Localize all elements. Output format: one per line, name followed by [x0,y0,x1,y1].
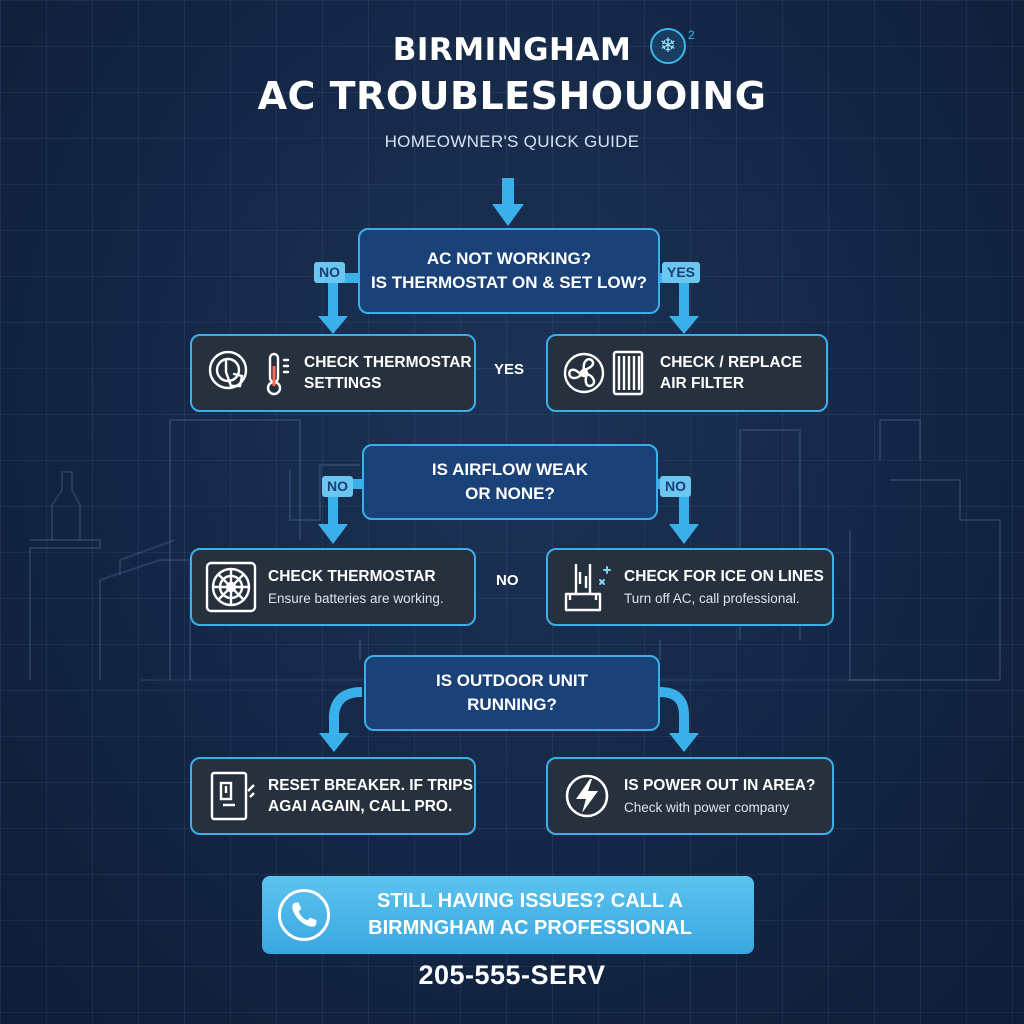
snowflake-icon: ❄ [650,28,686,64]
frozen-pipe-icon [564,564,611,612]
connector-q1-no [328,273,360,318]
action-title: AGAI AGAIN, CALL PRO. [268,798,453,815]
birmingham-skyline [29,419,1001,681]
connector-q1-yes [658,273,689,318]
title-city: BIRMINGHAM [392,32,632,68]
lightning-icon [565,774,609,818]
arrowhead-q1-no [318,316,348,334]
page-subtitle: HOMEOWNER'S QUICK GUIDE [384,132,640,151]
action-title: CHECK THERMOSTAR [304,354,472,371]
question-line: RUNNING? [467,695,557,714]
label-q2-no-left: NO [322,476,353,497]
action-power-outage: IS POWER OUT IN AREA? Check with power c… [546,757,834,835]
question-line: AC NOT WORKING? [426,249,592,268]
action-title: SETTINGS [304,375,382,392]
question-outdoor-unit: IS OUTDOOR UNIT RUNNING? [364,655,660,731]
action-replace-air-filter: CHECK / REPLACE AIR FILTER [546,334,828,412]
label-row2-no: NO [496,572,519,589]
action-title: IS POWER OUT IN AREA? [624,776,816,794]
arrowhead-q3-left [319,733,349,752]
thermostat-touch-icon [208,350,290,396]
action-check-thermostat-batteries: CHECK THERMOSTAR Ensure batteries are wo… [190,548,476,626]
label-row1-yes: YES [494,361,525,378]
connector-q3-left [329,687,363,735]
arrowhead-q2-no-right [669,524,699,544]
cta-line: BIRMNGHAM AC PROFESSIONAL [368,917,692,939]
question-airflow: IS AIRFLOW WEAK OR NONE? [362,444,658,520]
action-check-ice-on-lines: CHECK FOR ICE ON LINES Turn off AC, call… [546,548,834,626]
action-title: AIR FILTER [660,375,745,392]
action-reset-breaker: RESET BREAKER. IF TRIPS AGAI AGAIN, CALL… [190,757,476,835]
arrowhead-q1-yes [669,316,699,334]
breaker-panel-icon [210,771,255,821]
question-line: OR NONE? [465,484,555,503]
question-line: IS THERMOSTAT ON & SET LOW? [370,273,648,292]
arrowhead-q3-right [669,733,699,752]
cta-line: STILL HAVING ISSUES? CALL A [377,890,683,912]
phone-number[interactable]: 205-555-SERV [418,960,606,990]
action-check-thermostat-settings: CHECK THERMOSTAR SETTINGS [190,334,476,412]
question-thermostat: AC NOT WORKING? IS THERMOSTAT ON & SET L… [358,228,660,314]
connector-q3-right [659,687,689,735]
label-q1-yes: YES [662,262,701,283]
arrowhead-q2-no-left [318,524,348,544]
question-line: IS AIRFLOW WEAK [431,460,589,479]
question-line: IS OUTDOOR UNIT [435,671,589,690]
action-subtext: Check with power company [624,799,790,815]
action-title: CHECK / REPLACE [660,354,803,371]
action-subtext: Ensure batteries are working. [268,590,444,606]
page-title: AC TROUBLESHOUOING [257,74,767,118]
action-title: CHECK FOR ICE ON LINES [624,567,824,585]
title-superscript: 2 [688,28,695,42]
label-q1-no: NO [314,262,345,283]
arrow-start [492,178,524,226]
action-subtext: Turn off AC, call professional. [624,590,800,606]
label-q2-no-right: NO [660,476,691,497]
vent-grille-icon [205,561,257,613]
action-title: CHECK THERMOSTAR [268,567,436,585]
phone-icon [278,889,330,941]
fan-filter-icon [563,350,644,396]
action-title: RESET BREAKER. IF TRIPS [268,777,473,794]
call-professional-banner[interactable]: STILL HAVING ISSUES? CALL A BIRMNGHAM AC… [262,876,754,954]
